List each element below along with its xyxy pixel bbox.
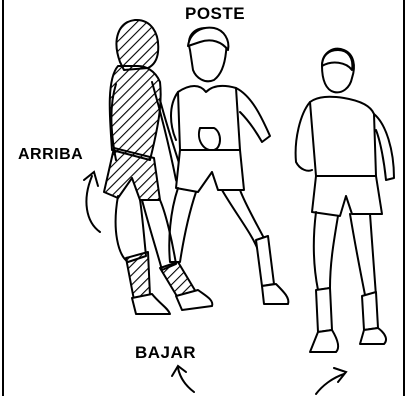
label-poste: POSTE [185, 4, 245, 24]
label-bajar: BAJAR [135, 343, 196, 363]
bajar-arrow-icon [172, 366, 194, 392]
label-arriba: ARRIBA [18, 146, 83, 164]
offensive-player-figure [296, 49, 394, 352]
lower-right-arrow-icon [316, 368, 346, 394]
arriba-arrow-icon [84, 172, 100, 232]
post-player-figure [169, 28, 288, 304]
